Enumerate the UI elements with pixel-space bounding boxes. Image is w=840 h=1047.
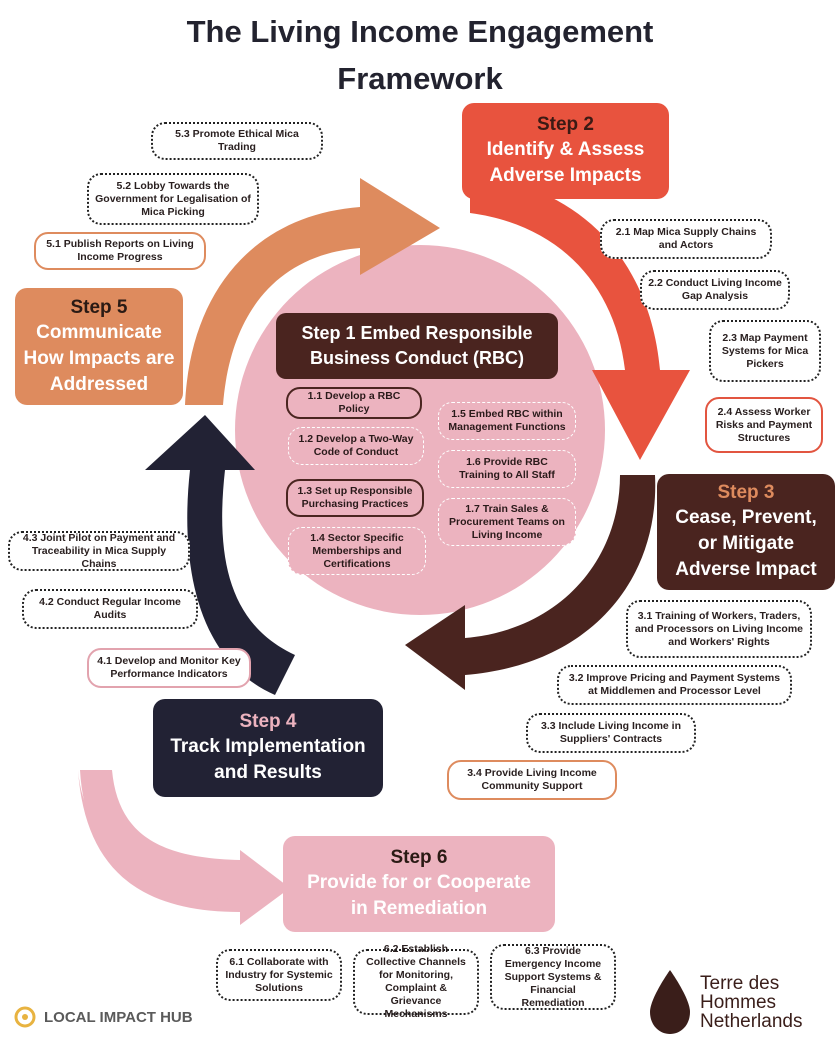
step5-title-line1: Communicate <box>36 321 162 343</box>
step4-label: Step 4 <box>239 711 297 732</box>
item-2-4: 2.4 Assess Worker Risks and Payment Stru… <box>705 397 823 453</box>
title-line-1: The Living Income Engagement <box>186 14 654 49</box>
arrow-step2 <box>470 175 690 460</box>
step6-title-line2: in Remediation <box>350 898 488 919</box>
local-impact-hub-icon <box>14 1006 36 1028</box>
arrow-step6-body <box>80 770 240 900</box>
item-4-3: 4.3 Joint Pilot on Payment and Traceabil… <box>8 531 190 571</box>
arrow-step5 <box>185 178 440 405</box>
item-5-3: 5.3 Promote Ethical Mica Trading <box>151 122 323 160</box>
item-5-2: 5.2 Lobby Towards the Government for Leg… <box>87 173 259 225</box>
item-3-1: 3.1 Training of Workers, Traders, and Pr… <box>626 600 812 658</box>
page-title: The Living Income Engagement Framework <box>0 8 840 102</box>
step2-title-line1: Identify & Assess <box>486 139 645 160</box>
item-3-4: 3.4 Provide Living Income Community Supp… <box>447 760 617 800</box>
step1-box: Step 1 Embed Responsible Business Conduc… <box>276 313 558 379</box>
item-6-2: 6.2 Establish Collective Channels for Mo… <box>353 943 479 1020</box>
step3-label: Step 3 <box>717 482 775 503</box>
tdh-text-line1: Terre des <box>700 972 780 994</box>
step5-label: Step 5 <box>70 296 128 318</box>
step5-title-line3: Addressed <box>49 373 149 395</box>
step2-title-line2: Adverse Impacts <box>489 165 642 186</box>
step4-title-line2: and Results <box>214 762 322 783</box>
item-3-2: 3.2 Improve Pricing and Payment Systems … <box>557 665 792 705</box>
item-2-3: 2.3 Map Payment Systems for Mica Pickers <box>709 320 821 382</box>
step2-box: Step 2 Identify & Assess Adverse Impacts <box>462 103 669 199</box>
arrow-step3 <box>405 475 656 690</box>
title-line-2: Framework <box>337 61 503 96</box>
item-5-1: 5.1 Publish Reports on Living Income Pro… <box>34 232 206 270</box>
tdh-logo: Terre des Hommes Netherlands <box>646 968 802 1036</box>
item-4-1: 4.1 Develop and Monitor Key Performance … <box>87 648 251 688</box>
tdh-text: Terre des Hommes Netherlands <box>700 974 802 1031</box>
item-3-3: 3.3 Include Living Income in Suppliers' … <box>526 713 696 753</box>
tdh-text-line2: Hommes <box>700 991 777 1013</box>
item-1-5: 1.5 Embed RBC within Management Function… <box>438 402 576 440</box>
step1-title-line2: Business Conduct (RBC) <box>309 348 524 368</box>
item-1-3: 1.3 Set up Responsible Purchasing Practi… <box>286 479 424 517</box>
tdh-text-line3: Netherlands <box>700 1010 803 1032</box>
tdh-drop-icon <box>650 970 690 1034</box>
step4-box: Step 4 Track Implementation and Results <box>153 699 383 797</box>
step5-box: Step 5 Communicate How Impacts are Addre… <box>15 288 183 405</box>
step3-title-line1: Cease, Prevent, <box>675 507 817 528</box>
item-1-2: 1.2 Develop a Two-Way Code of Conduct <box>288 427 424 465</box>
item-1-6: 1.6 Provide RBC Training to All Staff <box>438 450 576 488</box>
item-6-3: 6.3 Provide Emergency Income Support Sys… <box>490 944 616 1010</box>
step3-title-line3: Adverse Impact <box>675 559 817 580</box>
item-1-7: 1.7 Train Sales & Procurement Teams on L… <box>438 498 576 546</box>
step5-title-line2: How Impacts are <box>23 347 175 369</box>
item-4-2: 4.2 Conduct Regular Income Audits <box>22 589 198 629</box>
local-impact-hub-text: LOCAL IMPACT HUB <box>44 1008 193 1026</box>
step2-label: Step 2 <box>536 114 595 135</box>
step6-box: Step 6 Provide for or Cooperate in Remed… <box>283 836 555 932</box>
step6-label: Step 6 <box>390 847 448 868</box>
item-6-1: 6.1 Collaborate with Industry for System… <box>216 949 342 1001</box>
step3-title-line2: or Mitigate <box>697 533 795 554</box>
local-impact-hub-logo: LOCAL IMPACT HUB <box>14 1006 193 1028</box>
item-1-4: 1.4 Sector Specific Memberships and Cert… <box>288 527 426 575</box>
step6-title-line1: Provide for or Cooperate <box>307 872 531 893</box>
item-2-1: 2.1 Map Mica Supply Chains and Actors <box>600 219 772 259</box>
item-2-2: 2.2 Conduct Living Income Gap Analysis <box>640 270 790 310</box>
step3-box: Step 3 Cease, Prevent, or Mitigate Adver… <box>657 474 835 590</box>
item-1-1: 1.1 Develop a RBC Policy <box>286 387 422 419</box>
step1-title-line1: Step 1 Embed Responsible <box>301 323 533 343</box>
step4-title-line1: Track Implementation <box>170 736 366 757</box>
arrow-step4 <box>145 415 295 695</box>
